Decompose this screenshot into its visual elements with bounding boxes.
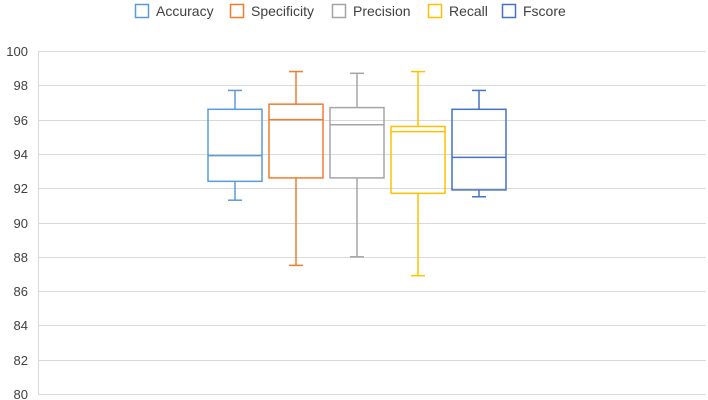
- y-tick-label: 98: [14, 78, 28, 93]
- legend-swatch: [229, 3, 245, 19]
- box-accuracy: [207, 89, 263, 201]
- iqr-box: [451, 108, 507, 191]
- boxes: [207, 70, 507, 277]
- legend-item-accuracy: Accuracy: [134, 3, 214, 19]
- legend-label: Recall: [449, 3, 488, 19]
- legend-label: Specificity: [251, 3, 314, 19]
- box-precision: [329, 72, 385, 258]
- y-tick-label: 86: [14, 284, 28, 299]
- legend-item-specificity: Specificity: [229, 3, 314, 19]
- legend-item-recall: Recall: [427, 3, 488, 19]
- legend-label: Fscore: [523, 3, 566, 19]
- legend-swatch: [427, 3, 443, 19]
- y-tick-label: 80: [14, 387, 28, 400]
- legend: Accuracy Specificity Precision Recall Fscore: [134, 3, 566, 19]
- legend-swatch: [134, 3, 150, 19]
- y-tick-label: 82: [14, 353, 28, 368]
- y-tick-label: 88: [14, 250, 28, 265]
- y-tick-label: 92: [14, 181, 28, 196]
- legend-label: Accuracy: [156, 3, 214, 19]
- iqr-box: [390, 125, 446, 195]
- legend-swatch: [331, 3, 347, 19]
- gridlines: [38, 51, 706, 395]
- legend-item-precision: Precision: [331, 3, 411, 19]
- y-axis: 80 82 84 86 88 90 92 94 96 98 100: [6, 44, 39, 400]
- y-tick-label: 94: [14, 147, 28, 162]
- box-fscore: [451, 89, 507, 198]
- iqr-box: [329, 106, 385, 179]
- y-tick-label: 84: [14, 318, 28, 333]
- y-tick-label: 100: [6, 44, 28, 59]
- y-tick-label: 90: [14, 216, 28, 231]
- iqr-box: [207, 108, 263, 183]
- legend-label: Precision: [353, 3, 411, 19]
- box-specificity: [268, 70, 324, 267]
- legend-item-fscore: Fscore: [501, 3, 566, 19]
- y-tick-label: 96: [14, 113, 28, 128]
- legend-swatch: [501, 3, 517, 19]
- box-recall: [390, 70, 446, 277]
- iqr-box: [268, 103, 324, 179]
